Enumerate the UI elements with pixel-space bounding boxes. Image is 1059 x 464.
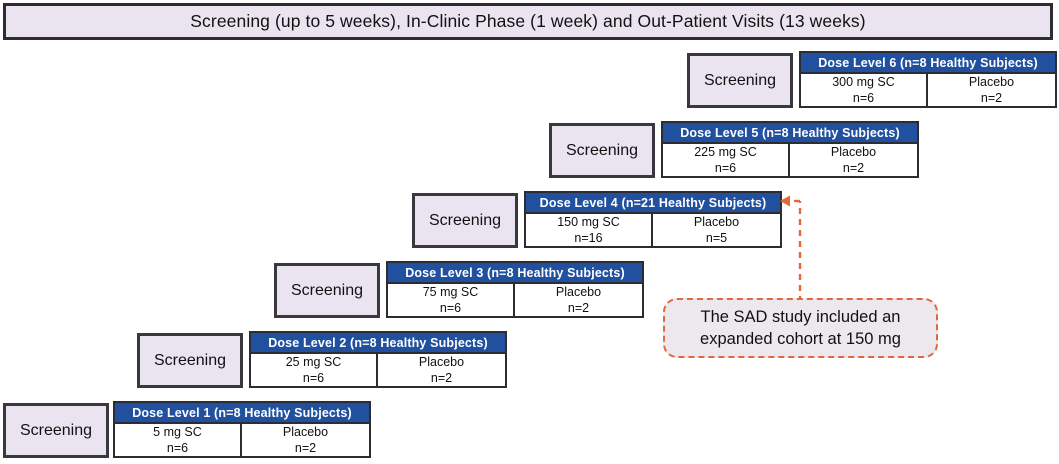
dose-level-3-table: Dose Level 3 (n=8 Healthy Subjects) 75 m… bbox=[386, 261, 644, 318]
screening-label: Screening bbox=[290, 281, 364, 299]
dose-level-5-header: Dose Level 5 (n=8 Healthy Subjects) bbox=[663, 123, 917, 144]
screening-label: Screening bbox=[703, 71, 777, 89]
dose-level-6-header: Dose Level 6 (n=8 Healthy Subjects) bbox=[801, 53, 1055, 74]
dose-level-2-active-cell: 25 mg SC n=6 bbox=[251, 354, 378, 386]
dose-level-5-active-n: n=6 bbox=[714, 161, 737, 175]
dose-level-1-active-dose: 5 mg SC bbox=[153, 425, 202, 439]
dose-level-1-placebo-n: n=2 bbox=[294, 441, 317, 455]
dose-level-2-table: Dose Level 2 (n=8 Healthy Subjects) 25 m… bbox=[249, 331, 507, 388]
dose-level-6-placebo-n: n=2 bbox=[980, 91, 1003, 105]
dose-level-6-active-n: n=6 bbox=[852, 91, 875, 105]
screening-box-level-5: Screening bbox=[549, 123, 655, 178]
screening-box-level-6: Screening bbox=[687, 53, 793, 108]
dose-level-1-body: 5 mg SC n=6 Placebo n=2 bbox=[115, 424, 369, 456]
callout-line-1: The SAD study included an bbox=[700, 308, 901, 326]
dose-level-4-table: Dose Level 4 (n=21 Healthy Subjects) 150… bbox=[524, 191, 782, 248]
dose-level-6-table: Dose Level 6 (n=8 Healthy Subjects) 300 … bbox=[799, 51, 1057, 108]
screening-box-level-3: Screening bbox=[274, 263, 380, 318]
screening-label: Screening bbox=[153, 351, 227, 369]
dose-level-4-placebo-cell: Placebo n=5 bbox=[653, 214, 780, 246]
screening-box-level-1: Screening bbox=[3, 403, 109, 458]
dose-level-6-active-dose: 300 mg SC bbox=[832, 75, 895, 89]
dose-level-2-placebo-cell: Placebo n=2 bbox=[378, 354, 505, 386]
dose-level-5-table: Dose Level 5 (n=8 Healthy Subjects) 225 … bbox=[661, 121, 919, 178]
dose-level-3-placebo-label: Placebo bbox=[555, 285, 602, 299]
dose-level-3-header: Dose Level 3 (n=8 Healthy Subjects) bbox=[388, 263, 642, 284]
screening-box-level-2: Screening bbox=[137, 333, 243, 388]
dose-level-2-placebo-label: Placebo bbox=[418, 355, 465, 369]
dose-level-1-active-n: n=6 bbox=[166, 441, 189, 455]
dose-level-6-placebo-label: Placebo bbox=[968, 75, 1015, 89]
dose-level-3-placebo-cell: Placebo n=2 bbox=[515, 284, 642, 316]
dose-level-5-body: 225 mg SC n=6 Placebo n=2 bbox=[663, 144, 917, 176]
dose-level-6-active-cell: 300 mg SC n=6 bbox=[801, 74, 928, 106]
dose-level-5-active-dose: 225 mg SC bbox=[694, 145, 757, 159]
dose-level-4-active-n: n=16 bbox=[574, 231, 603, 245]
dose-level-4-placebo-label: Placebo bbox=[693, 215, 740, 229]
dose-level-4-body: 150 mg SC n=16 Placebo n=5 bbox=[526, 214, 780, 246]
screening-label: Screening bbox=[565, 141, 639, 159]
dose-level-3-placebo-n: n=2 bbox=[567, 301, 590, 315]
dose-level-3-active-cell: 75 mg SC n=6 bbox=[388, 284, 515, 316]
dose-level-1-placebo-label: Placebo bbox=[282, 425, 329, 439]
study-phase-banner: Screening (up to 5 weeks), In-Clinic Pha… bbox=[3, 3, 1053, 40]
dose-level-3-active-dose: 75 mg SC bbox=[422, 285, 479, 299]
dose-level-2-active-dose: 25 mg SC bbox=[285, 355, 342, 369]
dose-level-2-header: Dose Level 2 (n=8 Healthy Subjects) bbox=[251, 333, 505, 354]
dose-level-5-placebo-cell: Placebo n=2 bbox=[790, 144, 917, 176]
dose-level-2-placebo-n: n=2 bbox=[430, 371, 453, 385]
dose-level-5-placebo-label: Placebo bbox=[830, 145, 877, 159]
dose-level-1-table: Dose Level 1 (n=8 Healthy Subjects) 5 mg… bbox=[113, 401, 371, 458]
callout-connector bbox=[780, 195, 802, 302]
dose-level-1-placebo-cell: Placebo n=2 bbox=[242, 424, 369, 456]
dose-level-4-header: Dose Level 4 (n=21 Healthy Subjects) bbox=[526, 193, 780, 214]
dose-level-2-body: 25 mg SC n=6 Placebo n=2 bbox=[251, 354, 505, 386]
dose-level-3-body: 75 mg SC n=6 Placebo n=2 bbox=[388, 284, 642, 316]
dose-level-4-active-dose: 150 mg SC bbox=[557, 215, 620, 229]
dose-level-5-active-cell: 225 mg SC n=6 bbox=[663, 144, 790, 176]
dose-level-1-header: Dose Level 1 (n=8 Healthy Subjects) bbox=[115, 403, 369, 424]
screening-label: Screening bbox=[19, 421, 93, 439]
dose-level-6-placebo-cell: Placebo n=2 bbox=[928, 74, 1055, 106]
dose-level-2-active-n: n=6 bbox=[302, 371, 325, 385]
dose-level-3-active-n: n=6 bbox=[439, 301, 462, 315]
screening-label: Screening bbox=[428, 211, 502, 229]
expanded-cohort-callout: The SAD study included an expanded cohor… bbox=[663, 298, 938, 358]
dose-level-1-active-cell: 5 mg SC n=6 bbox=[115, 424, 242, 456]
screening-box-level-4: Screening bbox=[412, 193, 518, 248]
dose-level-4-active-cell: 150 mg SC n=16 bbox=[526, 214, 653, 246]
study-phase-banner-text: Screening (up to 5 weeks), In-Clinic Pha… bbox=[190, 11, 866, 31]
dose-level-5-placebo-n: n=2 bbox=[842, 161, 865, 175]
callout-line-2: expanded cohort at 150 mg bbox=[700, 330, 901, 348]
dose-level-4-placebo-n: n=5 bbox=[705, 231, 728, 245]
dose-level-6-body: 300 mg SC n=6 Placebo n=2 bbox=[801, 74, 1055, 106]
